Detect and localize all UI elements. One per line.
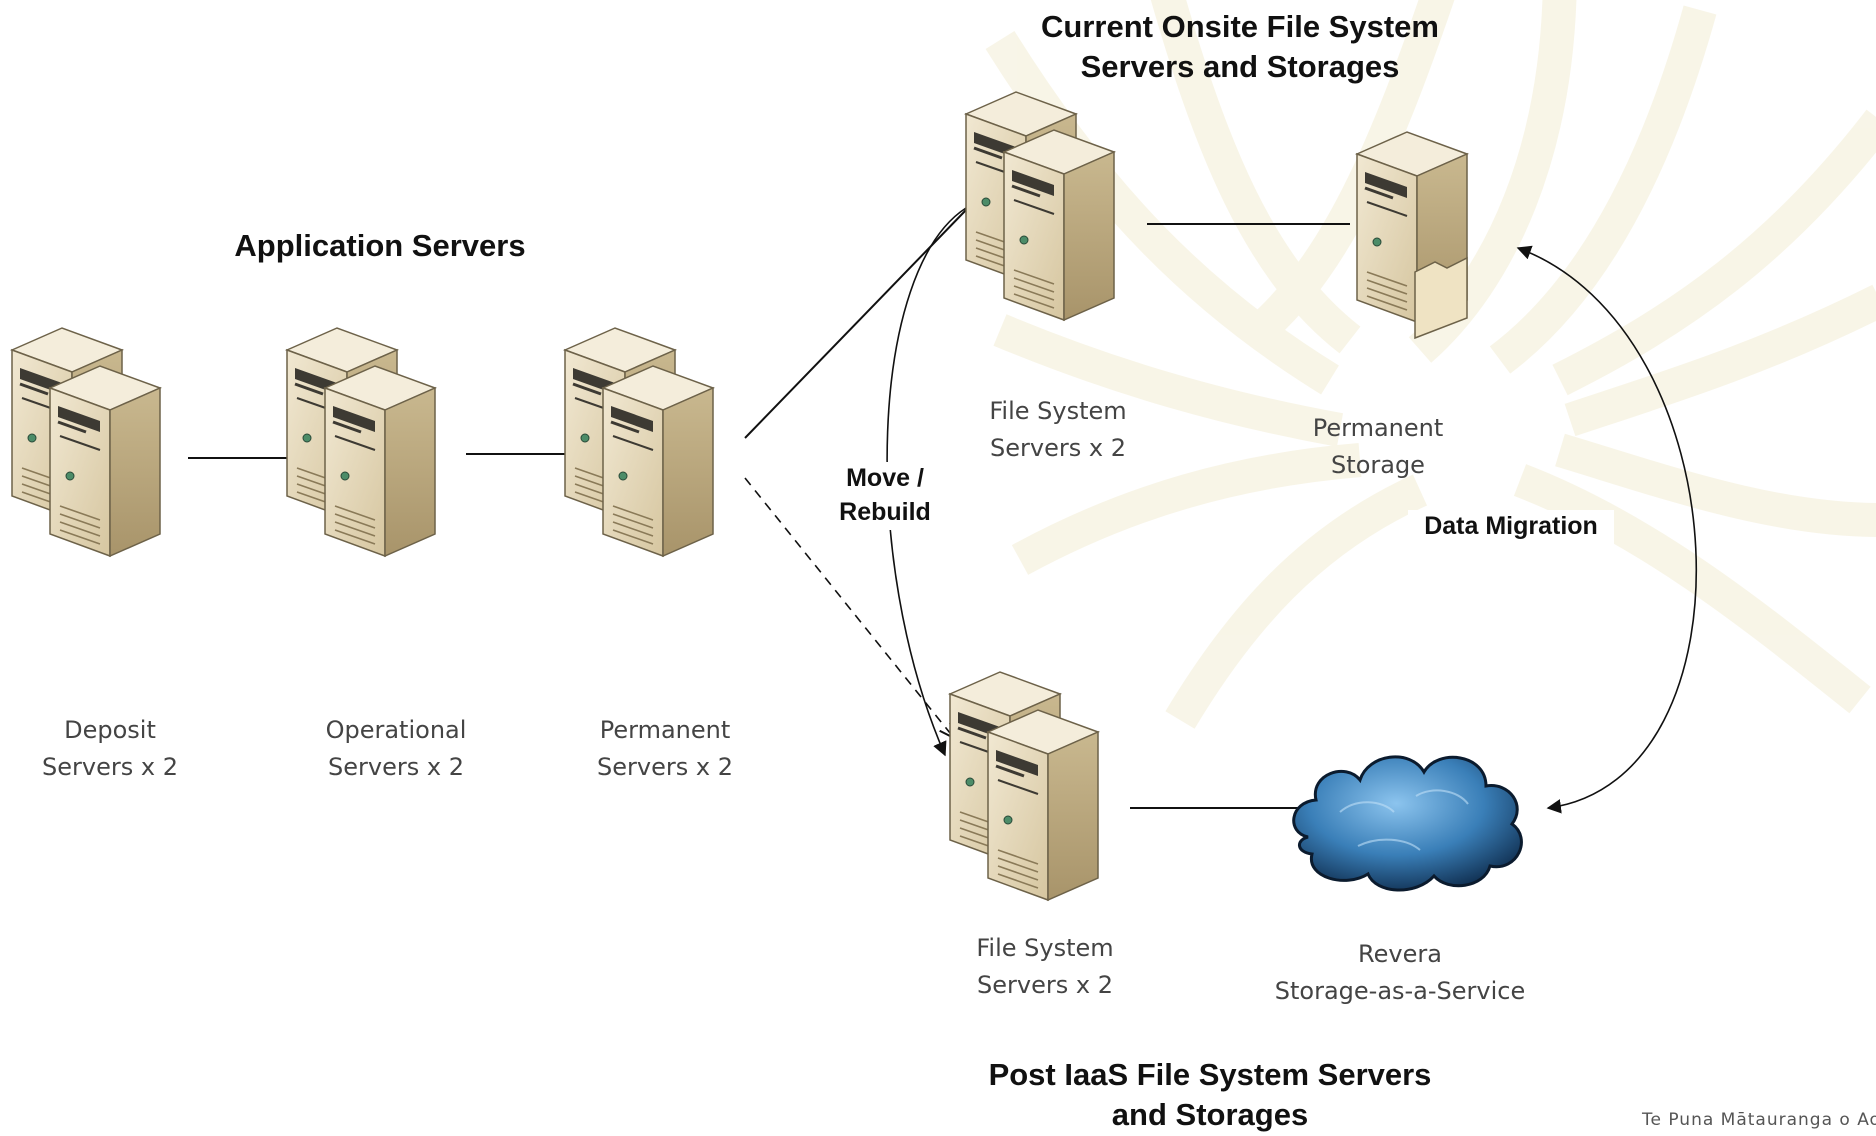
application-servers-title: Application Servers bbox=[234, 228, 526, 263]
server-pair-icon bbox=[563, 326, 715, 558]
data-migration-label: Data Migration bbox=[1408, 510, 1614, 544]
cloud-icon bbox=[1292, 755, 1523, 892]
file-system-current-label: File System Servers x 2 bbox=[989, 397, 1127, 463]
move-rebuild-label: Move / Rebuild bbox=[825, 462, 945, 530]
revera-storage-label: Revera Storage-as-a-Service bbox=[1274, 940, 1526, 1006]
server-pair-icon bbox=[10, 326, 162, 558]
link-permanent-post-dashed bbox=[744, 477, 954, 738]
data-migration-arrow bbox=[1516, 245, 1697, 814]
deposit-servers-label: Deposit Servers x 2 bbox=[42, 716, 178, 782]
fern-watermark-icon bbox=[985, 0, 1876, 729]
permanent-storage-label: Permanent Storage bbox=[1312, 414, 1444, 480]
footer-organisation-text: Te Puna Mātauranga o Aotearo bbox=[1642, 1110, 1876, 1130]
move-rebuild-arrow bbox=[886, 207, 967, 757]
server-pair-icon bbox=[948, 670, 1100, 902]
post-iaas-title: Post IaaS File System Servers and Storag… bbox=[988, 1057, 1432, 1133]
servers bbox=[10, 90, 1469, 902]
server-pair-icon bbox=[285, 326, 437, 558]
file-system-post-label: File System Servers x 2 bbox=[976, 934, 1114, 1000]
storage-server-icon bbox=[1355, 130, 1469, 340]
connectors bbox=[188, 207, 1697, 814]
operational-servers-label: Operational Servers x 2 bbox=[325, 716, 467, 782]
server-pair-icon bbox=[964, 90, 1116, 322]
permanent-servers-label: Permanent Servers x 2 bbox=[597, 716, 733, 782]
current-onsite-title: Current Onsite File System Servers and S… bbox=[1041, 9, 1439, 85]
